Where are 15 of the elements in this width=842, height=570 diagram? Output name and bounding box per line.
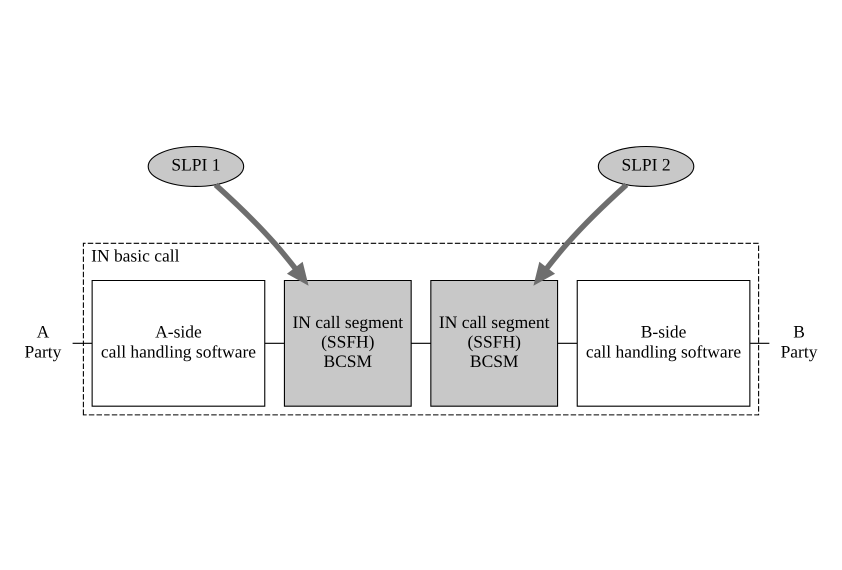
connector: [72, 342, 92, 344]
connector: [750, 342, 770, 344]
node-text: B Party: [780, 322, 818, 362]
connector: [411, 342, 431, 344]
connector: [264, 342, 284, 344]
node-box: A-side call handling software: [92, 280, 266, 407]
node-box: IN call segment (SSFH) BCSM: [430, 280, 558, 407]
connector: [558, 342, 578, 344]
node-ellipse: SLPI 1: [148, 146, 244, 187]
node-box: B-side call handling software: [576, 280, 750, 407]
node-box: IN call segment (SSFH) BCSM: [284, 280, 412, 407]
arrow: [533, 182, 628, 286]
node-text: A Party: [24, 322, 62, 362]
node-ellipse: SLPI 2: [598, 146, 694, 187]
arrow: [214, 182, 309, 286]
